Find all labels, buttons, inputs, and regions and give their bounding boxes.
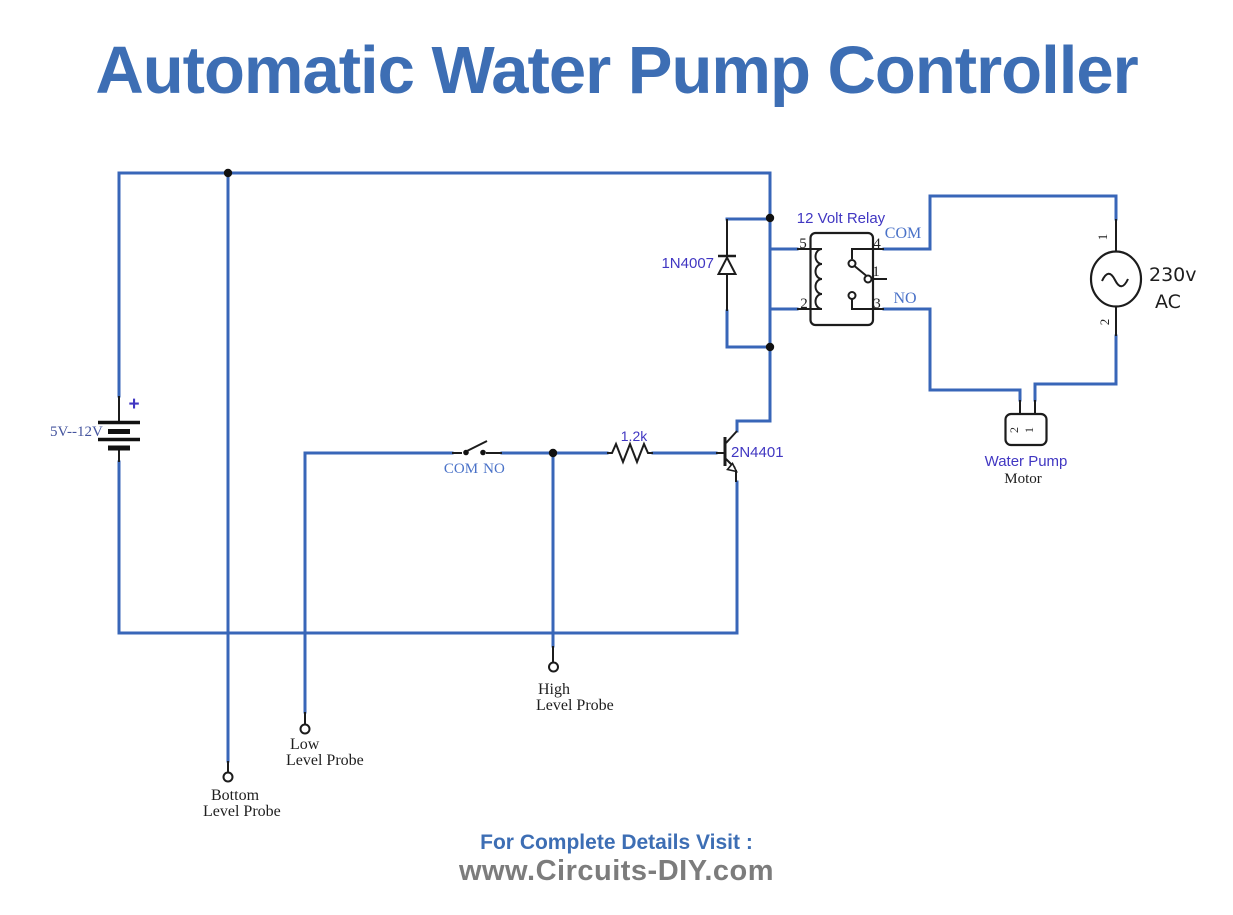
- resistor-zigzag: [607, 441, 653, 465]
- wire-relay-no-to-pump: [882, 307, 1022, 402]
- ac-voltage-label: 230v: [1149, 264, 1197, 286]
- wire-positive-rail: [117, 171, 772, 349]
- diode-1n4007: 1N4007: [661, 219, 738, 311]
- footer-website-url: www.Circuits-DIY.com: [458, 855, 775, 888]
- junction-dots: [223, 168, 775, 458]
- high-probe-tip: [548, 661, 559, 673]
- relay: 12 Volt Relay 5 4 2 3 1 COM NO: [797, 210, 921, 327]
- relay-title: 12 Volt Relay: [797, 210, 886, 227]
- resistor-1-2k: 1.2k: [607, 428, 653, 465]
- wire-collector-feed: [735, 345, 772, 433]
- relay-armature: [853, 265, 867, 277]
- pump-pin2-label: 2: [1007, 427, 1021, 433]
- junction-diode-bottom: [765, 342, 775, 352]
- relay-pin2-label: 2: [800, 296, 808, 312]
- switch-com-label: COM: [444, 461, 478, 477]
- ac-pin2-label: 2: [1097, 319, 1112, 326]
- junction-diode-top: [765, 213, 775, 223]
- footer-visit-text: For Complete Details Visit :: [480, 831, 753, 854]
- ac-type-label: AC: [1155, 291, 1181, 313]
- diode-label: 1N4007: [661, 255, 714, 272]
- battery-plus-label: +: [128, 394, 139, 415]
- low-probe-label-2: Level Probe: [286, 752, 364, 769]
- high-probe-label-2: Level Probe: [536, 697, 614, 714]
- battery-voltage-label: 5V--12V: [50, 424, 103, 440]
- junction-high-probe: [548, 448, 558, 458]
- wire-relay-com-to-ac: [882, 194, 1118, 251]
- ac-source: 1 2 230v AC: [1089, 219, 1197, 336]
- high-probe-label-1: High: [538, 681, 570, 698]
- battery: + 5V--12V: [50, 394, 140, 462]
- pump-name-label: Water Pump: [985, 453, 1068, 470]
- level-switch: COM NO: [444, 440, 505, 477]
- relay-contact-top: [847, 259, 857, 268]
- wire-diode-bottom: [725, 309, 772, 349]
- pump-type-label: Motor: [1004, 471, 1042, 487]
- bottom-probe-label-1: Bottom: [211, 787, 260, 804]
- relay-pin-stubs: [797, 248, 884, 310]
- wires: [117, 171, 1118, 763]
- relay-com-label: COM: [885, 225, 921, 242]
- page-title: Automatic Water Pump Controller: [95, 33, 1138, 108]
- wire-ground-bus-emitter: [117, 460, 739, 635]
- diode-triangle: [716, 255, 738, 275]
- wire-ac-to-pump: [1033, 334, 1118, 402]
- switch-lever: [466, 440, 488, 452]
- transistor-2n4401: 2N4401: [716, 430, 784, 482]
- relay-contact-bottom: [847, 291, 857, 300]
- bottom-level-probe: Bottom Level Probe: [203, 761, 281, 820]
- bottom-probe-label-2: Level Probe: [203, 803, 281, 820]
- footer: For Complete Details Visit : www.Circuit…: [0, 831, 1233, 888]
- relay-pin5-label: 5: [799, 236, 807, 252]
- ac-circle: [1089, 250, 1143, 308]
- low-probe-label-1: Low: [290, 736, 320, 753]
- relay-pin4-label: 4: [873, 236, 881, 252]
- relay-no-label: NO: [893, 290, 916, 307]
- ac-sine-wave: [1101, 272, 1129, 288]
- switch-no-label: NO: [483, 461, 505, 477]
- junction-top-bus: [223, 168, 233, 178]
- bottom-probe-tip: [222, 771, 234, 783]
- water-pump-motor: 2 1 Water Pump Motor: [985, 400, 1068, 487]
- transistor-emitter-arrow: [726, 462, 738, 473]
- relay-contact-mid: [863, 274, 873, 284]
- switch-no-contact: [480, 449, 486, 456]
- transistor-collector: [725, 430, 738, 444]
- relay-no-lead: [851, 299, 873, 310]
- relay-coil: [810, 248, 823, 310]
- low-level-probe: Low Level Probe: [286, 712, 364, 769]
- pump-pin1-label: 1: [1022, 427, 1036, 433]
- low-probe-tip: [299, 723, 311, 735]
- resistor-label: 1.2k: [621, 428, 648, 444]
- relay-pin3-label: 3: [873, 296, 881, 312]
- high-level-probe: High Level Probe: [536, 646, 614, 714]
- pump-body: [1004, 412, 1048, 447]
- relay-common-arm-lead: [851, 248, 873, 259]
- ac-pin1-label: 1: [1095, 234, 1110, 241]
- relay-pin1-label: 1: [872, 264, 880, 280]
- pump-leads: [1019, 400, 1036, 414]
- transistor-label: 2N4401: [731, 444, 784, 461]
